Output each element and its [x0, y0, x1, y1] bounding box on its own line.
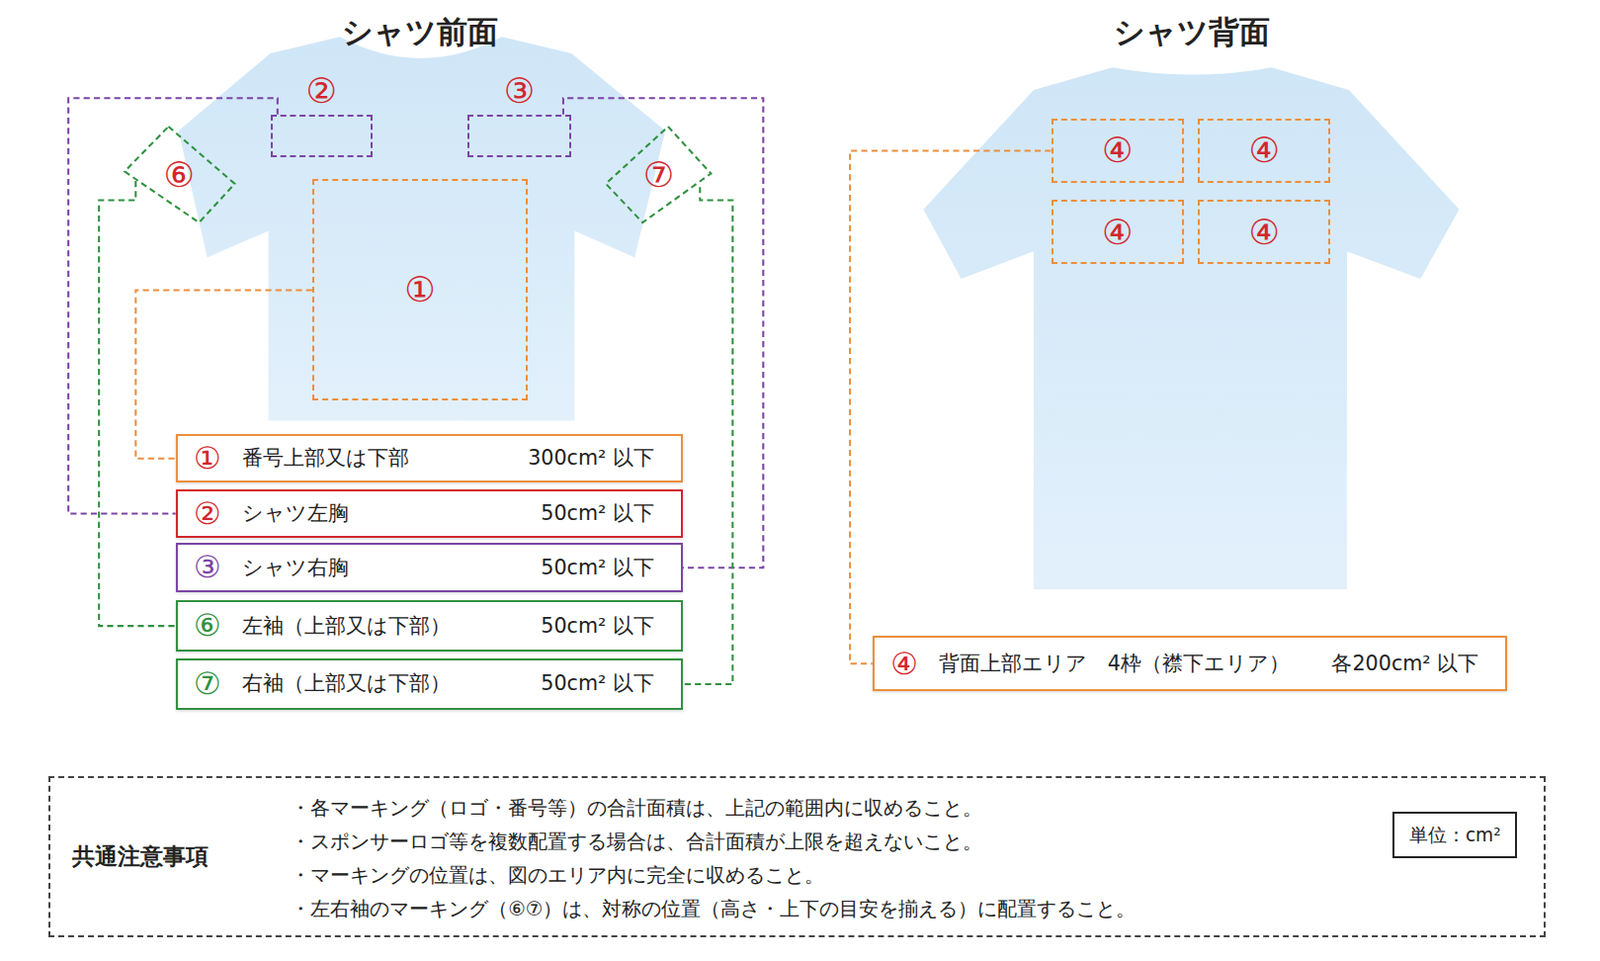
callout-number: ④ — [1053, 214, 1182, 250]
area-limit: 50cm² 以下 — [540, 501, 655, 526]
callout-number: ⑦ — [604, 157, 712, 192]
note-line: ・左右袖のマーキング（⑥⑦）は、対称の位置（高さ・上下の目安を揃える）に配置する… — [290, 892, 1136, 927]
callout-number: ① — [193, 439, 222, 477]
marking-area: ② — [270, 114, 373, 158]
note-line: ・各マーキング（ロゴ・番号等）の合計面積は、上記の範囲内に収めること。 — [290, 791, 1136, 826]
area-limit: 50cm² 以下 — [540, 555, 655, 581]
area-name: 背面上部エリア 4枠（襟下エリア） — [932, 651, 1319, 676]
callout-number: ⑥ — [193, 606, 222, 644]
area-name: シャツ右胸 — [235, 555, 527, 581]
note-line: ・スポンサーロゴ等を複数配置する場合は、合計面積が上限を超えないこと。 — [290, 825, 1136, 859]
area-name: シャツ左胸 — [235, 501, 527, 526]
section-heading: シャツ背面 — [1113, 11, 1270, 54]
callout-number: ③ — [193, 548, 222, 586]
callout-number: ② — [272, 73, 371, 108]
callout-number: ⑦ — [193, 665, 222, 702]
area-name: 右袖（上部又は下部） — [235, 671, 527, 696]
callout-number: ④ — [1199, 214, 1329, 250]
spec-row-box: ③ シャツ右胸 50cm² 以下 — [175, 542, 683, 592]
marking-area: ④ — [1051, 118, 1184, 183]
marking-area: ③ — [467, 114, 572, 158]
callout-number: ⑥ — [122, 157, 237, 192]
area-limit: 各200cm² 以下 — [1331, 651, 1479, 676]
callout-number: ① — [314, 271, 526, 307]
sleeve-area: ⑥ — [122, 125, 237, 224]
area-name: 左袖（上部又は下部） — [235, 613, 527, 639]
leader-connector — [682, 186, 734, 684]
marking-area: ① — [312, 178, 528, 401]
spec-row-box: ⑥ 左袖（上部又は下部） 50cm² 以下 — [175, 599, 683, 652]
spec-row-box: ④ 背面上部エリア 4枠（襟下エリア） 各200cm² 以下 — [872, 635, 1508, 691]
unit-box: 単位：cm² — [1392, 811, 1517, 858]
marking-area: ④ — [1197, 199, 1331, 264]
callout-number: ④ — [890, 645, 919, 682]
area-name: 番号上部又は下部 — [235, 445, 513, 471]
notes-list: ・各マーキング（ロゴ・番号等）の合計面積は、上記の範囲内に収めること。・スポンサ… — [290, 791, 1136, 927]
spec-row-box: ② シャツ左胸 50cm² 以下 — [175, 489, 683, 539]
spec-row-box: ① 番号上部又は下部 300cm² 以下 — [175, 433, 683, 484]
spec-row-box: ⑦ 右袖（上部又は下部） 50cm² 以下 — [175, 658, 683, 710]
callout-number: ② — [193, 495, 222, 532]
notes-heading: 共通注意事項 — [72, 841, 209, 872]
area-limit: 300cm² 以下 — [527, 445, 655, 471]
area-limit: 50cm² 以下 — [540, 613, 655, 639]
shirt-back — [923, 67, 1459, 590]
callout-number: ④ — [1199, 133, 1329, 169]
unit-label: 単位：cm² — [1409, 822, 1502, 848]
note-line: ・マーキングの位置は、図のエリア内に完全に収めること。 — [290, 858, 1136, 893]
callout-number: ③ — [469, 73, 570, 108]
callout-number: ④ — [1053, 133, 1182, 169]
leader-connector — [98, 180, 175, 626]
shirt-front — [178, 36, 667, 421]
sleeve-area: ⑦ — [604, 125, 712, 224]
leader-connector — [849, 150, 1051, 664]
notes-box: 共通注意事項 ・各マーキング（ロゴ・番号等）の合計面積は、上記の範囲内に収めること… — [48, 775, 1547, 937]
section-heading: シャツ前面 — [341, 11, 499, 54]
marking-area: ④ — [1051, 199, 1184, 264]
marking-area: ④ — [1197, 118, 1331, 183]
area-limit: 50cm² 以下 — [540, 671, 655, 696]
